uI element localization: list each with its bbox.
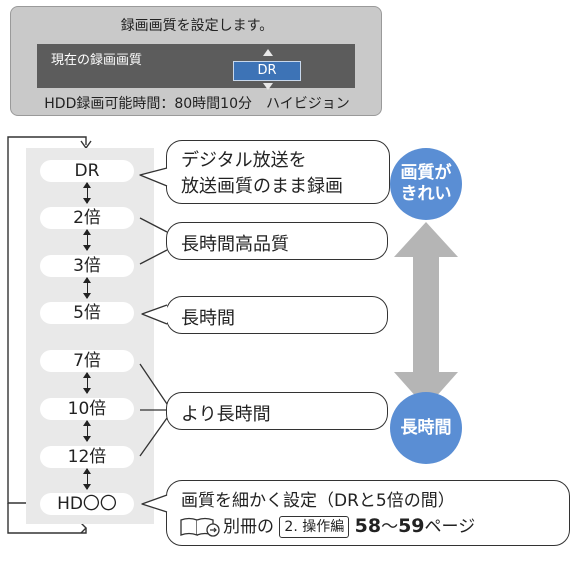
callout-dr: デジタル放送を 放送画質のまま録画 (166, 140, 390, 204)
mode-item: 5倍 (40, 302, 134, 324)
callout-long: 長時間 (166, 296, 388, 334)
callout-longer: より長時間 (166, 392, 388, 430)
mode-item: 12倍 (40, 446, 134, 468)
mode-item: 3倍 (40, 255, 134, 277)
ref-tilde: 〜 (381, 517, 399, 537)
callout-hd: 画質を細かく設定（DRと5倍の間） 別冊の 2. 操作編 58〜59ページ (166, 480, 570, 546)
mode-item: DR (40, 160, 134, 182)
long-time-circle: 長時間 (390, 392, 462, 464)
quality-value[interactable]: DR (233, 61, 301, 81)
quality-label: 現在の録画画質 (51, 53, 143, 68)
callout-long-text: 長時間 (181, 308, 235, 329)
high-quality-line2: きれい (400, 184, 452, 204)
callout-hd-title: 画質を細かく設定（DRと5倍の間） (181, 491, 455, 511)
double-arrow-icon (83, 468, 91, 490)
quality-selector[interactable]: 現在の録画画質 DR (37, 44, 355, 90)
ref-page-end: 59 (398, 515, 425, 537)
double-arrow-icon (83, 277, 91, 299)
screen-title: 録画画質を設定します。 (120, 18, 274, 34)
ref-page-start: 58 (354, 515, 382, 537)
mode-item: 7倍 (40, 350, 134, 372)
callout-dr-line1: デジタル放送を (181, 150, 307, 171)
recording-time-status: HDD録画可能時間：80時間10分 ハイビジョン (44, 96, 350, 112)
double-arrow-icon (83, 182, 91, 204)
high-quality-circle: 画質が きれい (390, 148, 462, 220)
mode-item: 10倍 (40, 398, 134, 420)
double-arrow-icon (83, 420, 91, 442)
long-time-label: 長時間 (400, 417, 452, 438)
callout-longer-text: より長時間 (181, 404, 271, 425)
settings-screen-panel: 録画画質を設定します。 現在の録画画質 DR HDD録画可能時間：80時間10分… (10, 6, 382, 116)
ref-prefix: 別冊の (223, 517, 274, 537)
mode-item: HD〇〇 (40, 493, 134, 515)
callout-long-hq: 長時間高品質 (166, 222, 388, 260)
manual-reference: 別冊の 2. 操作編 58〜59ページ (179, 515, 475, 538)
ref-suffix: ページ (424, 517, 476, 537)
double-arrow-icon (83, 229, 91, 251)
mode-item: 2倍 (40, 207, 134, 229)
double-arrow-icon (83, 372, 91, 394)
callout-long-hq-text: 長時間高品質 (181, 234, 289, 255)
manual-badge: 2. 操作編 (279, 516, 350, 538)
callout-dr-line2: 放送画質のまま録画 (181, 176, 343, 197)
down-arrow-icon (263, 83, 273, 90)
manual-book-icon (180, 517, 220, 537)
high-quality-line1: 画質が (400, 163, 452, 183)
up-arrow-icon (263, 49, 273, 56)
